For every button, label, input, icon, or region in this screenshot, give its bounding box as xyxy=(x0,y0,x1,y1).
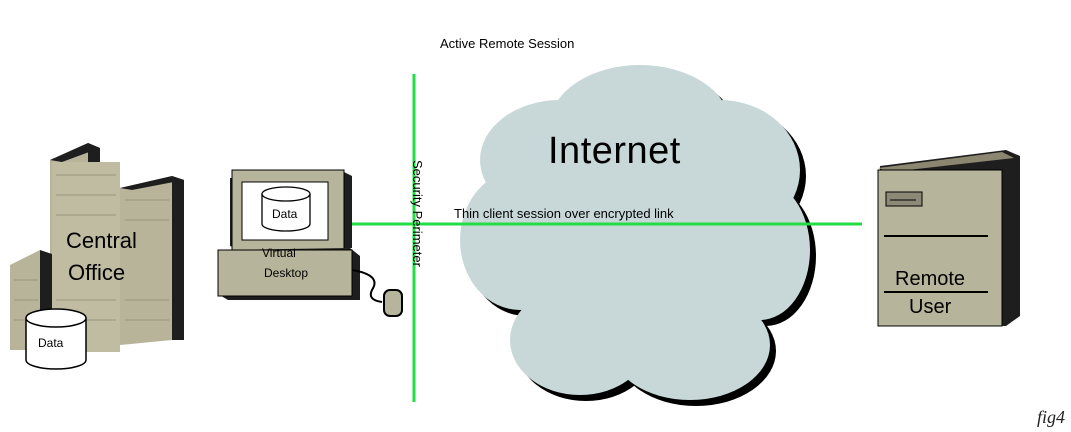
figure-label: fig4 xyxy=(1036,407,1065,427)
central-office-data-label: Data xyxy=(38,336,64,350)
remote-user-label-line2: User xyxy=(909,296,952,318)
virtual-desktop-label-line2: Desktop xyxy=(264,266,309,280)
central-office-data-db xyxy=(25,308,87,370)
diagram-title: Active Remote Session xyxy=(440,36,575,51)
remote-user-label-line1: Remote xyxy=(895,268,966,290)
internet-label: Internet xyxy=(548,130,681,172)
security-perimeter-label: Security Perimeter xyxy=(410,160,425,267)
security-perimeter-label-wrap: Security Perimeter xyxy=(406,160,426,300)
central-office-label-line1: Central xyxy=(66,228,137,253)
virtual-desktop-computer xyxy=(217,169,403,317)
internet-cloud xyxy=(460,65,816,406)
remote-user-computer xyxy=(877,150,1020,327)
central-office-building xyxy=(10,143,184,352)
network-lines xyxy=(352,74,862,402)
central-office-label-line2: Office xyxy=(68,260,126,285)
virtual-desktop-data-label: Data xyxy=(272,207,298,221)
virtual-desktop-data-db xyxy=(261,186,311,232)
virtual-desktop-label-line1: Virtual xyxy=(262,246,296,260)
encrypted-link-label: Thin client session over encrypted link xyxy=(454,206,674,221)
